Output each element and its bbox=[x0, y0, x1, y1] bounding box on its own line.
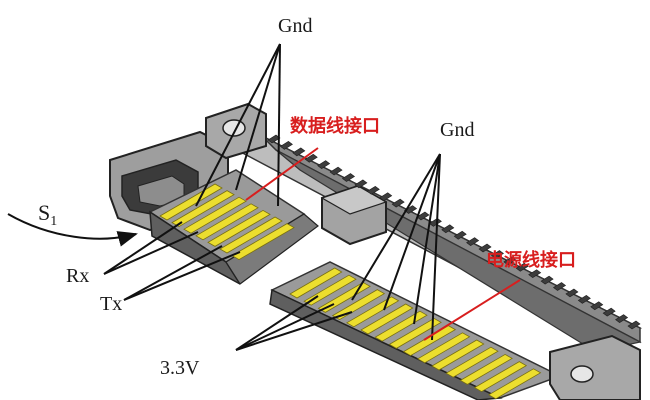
power-pin bbox=[487, 368, 542, 400]
rail-rib bbox=[490, 250, 504, 259]
gnd-top-line-3 bbox=[277, 43, 281, 207]
rail-rib bbox=[565, 288, 579, 298]
rail-rib bbox=[515, 262, 529, 272]
tx-line-1 bbox=[123, 245, 223, 301]
power-pin bbox=[473, 361, 528, 393]
power-pin bbox=[388, 317, 442, 349]
tx-label: Tx bbox=[100, 293, 122, 315]
gnd-right-line-3 bbox=[413, 153, 441, 325]
s1-main: S bbox=[38, 200, 50, 225]
rail-rib bbox=[478, 243, 492, 253]
v33-line-1 bbox=[235, 295, 319, 351]
power-pin bbox=[331, 289, 386, 321]
gnd-top-label: Gnd bbox=[278, 15, 312, 37]
rail-rib bbox=[329, 166, 343, 176]
rail-rib bbox=[279, 141, 293, 150]
accent-lines bbox=[245, 147, 521, 341]
power-pin bbox=[360, 303, 414, 335]
s1-subscript: 1 bbox=[50, 214, 57, 229]
power-interface-pointer bbox=[423, 279, 521, 341]
data-pin bbox=[207, 209, 271, 247]
power-pin bbox=[431, 339, 485, 371]
gnd-right-line-1 bbox=[351, 153, 441, 301]
data-pins bbox=[159, 183, 295, 261]
rail-rib bbox=[540, 275, 554, 285]
gnd-right-line-4 bbox=[431, 153, 441, 341]
gnd-top-line-2 bbox=[235, 43, 281, 191]
s1-arrow bbox=[7, 213, 138, 247]
rail-rib bbox=[453, 230, 467, 240]
rail-rib bbox=[404, 205, 418, 214]
gnd-top-line-1 bbox=[195, 43, 281, 207]
rail-rib bbox=[379, 192, 393, 202]
data-pin bbox=[183, 196, 247, 234]
data-pin bbox=[219, 216, 283, 254]
rail-rib bbox=[366, 185, 380, 195]
data-pin bbox=[159, 183, 223, 221]
rail-rib bbox=[577, 294, 591, 304]
rx-label: Rx bbox=[66, 265, 89, 287]
rail-rib bbox=[354, 179, 368, 189]
tx-line-2 bbox=[123, 251, 241, 301]
power-pin bbox=[445, 346, 499, 378]
rail-rib bbox=[528, 269, 542, 279]
v33-line-2 bbox=[235, 303, 335, 351]
rx-line-1 bbox=[103, 221, 183, 275]
s1-label: S1 bbox=[38, 200, 57, 229]
right-mount-hole bbox=[570, 365, 594, 383]
data-interface-label: 数据线接口 bbox=[290, 115, 380, 137]
data-pin bbox=[195, 203, 259, 241]
data-interface-pointer bbox=[245, 147, 319, 201]
power-pin bbox=[289, 267, 343, 299]
rail-rib bbox=[627, 320, 641, 330]
rail-rib bbox=[317, 160, 331, 170]
power-pin bbox=[416, 332, 471, 364]
gnd-right-label: Gnd bbox=[440, 119, 474, 141]
rail-rib bbox=[267, 134, 281, 144]
leader-lines bbox=[103, 43, 441, 351]
right-mount-ear bbox=[549, 334, 641, 400]
v33-label: 3.3V bbox=[160, 357, 200, 379]
rail-rib bbox=[304, 153, 318, 163]
rail-rib bbox=[552, 282, 567, 291]
rail-rib bbox=[391, 198, 405, 208]
rx-line-2 bbox=[103, 231, 199, 275]
rail-rib bbox=[602, 307, 616, 317]
rail-rib bbox=[428, 218, 442, 227]
rail-rib bbox=[503, 256, 517, 266]
data-pin bbox=[231, 223, 295, 261]
rail-rib bbox=[341, 173, 356, 182]
v33-line-3 bbox=[235, 311, 353, 351]
rail-rib bbox=[292, 147, 306, 157]
power-interface-label: 电源线接口 bbox=[486, 249, 576, 271]
rail-rib bbox=[615, 314, 629, 323]
power-pin bbox=[459, 353, 513, 385]
power-pins bbox=[289, 267, 542, 400]
gnd-right-line-2 bbox=[383, 153, 441, 311]
rail-rib bbox=[416, 211, 430, 221]
rail-ribs bbox=[267, 134, 641, 330]
rail-rib bbox=[466, 237, 480, 246]
rail-rib bbox=[590, 301, 604, 311]
rail-rib bbox=[441, 224, 455, 234]
